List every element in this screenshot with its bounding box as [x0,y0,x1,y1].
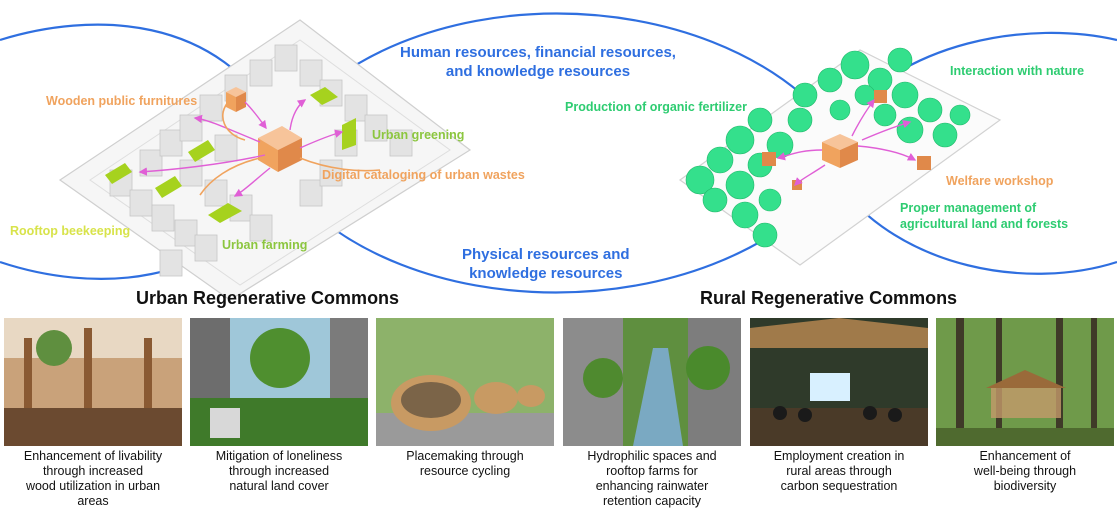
caption-3: Placemaking through resource cycling [374,449,556,479]
flow-label-top-line-1: Human resources, financial resources, [400,44,676,61]
label-organic-fertilizer: Production of organic fertilizer [565,100,747,114]
rural-central-cube [822,134,858,168]
caption-1-line-3: wood utilization in urban [25,479,161,493]
caption-3-line-2: resource cycling [419,464,511,478]
caption-6-line-3: biodiversity [993,479,1057,493]
caption-4-line-4: retention capacity [603,494,701,508]
caption-5: Employment creation in rural areas throu… [748,449,930,494]
caption-4-line-1: Hydrophilic spaces and [587,449,717,463]
caption-5-line-3: carbon sequestration [780,479,898,493]
photo-wood-atrium [4,318,182,446]
diagram-illustration [0,12,1117,300]
photo-wooden-hall [750,318,928,446]
caption-1-line-4: areas [77,494,109,508]
heading-urban: Urban Regenerative Commons [136,288,400,308]
caption-6-line-1: Enhancement of [979,449,1071,463]
label-digital-cataloging: Digital cataloging of urban wastes [322,168,525,182]
label-urban-greening: Urban greening [372,128,465,142]
caption-2-line-3: natural land cover [229,479,329,493]
caption-6-line-2: well-being through [973,464,1077,478]
label-proper-management-line-1: Proper management of [900,201,1037,215]
caption-5-line-1: Employment creation in [773,449,905,463]
urban-central-cube [258,126,302,172]
caption-5-line-2: rural areas through [786,464,892,478]
rural-forest-model [678,47,1002,266]
caption-2-line-1: Mitigation of loneliness [215,449,343,463]
photo-canal-greenery [563,318,741,446]
caption-1: Enhancement of livability through increa… [2,449,184,509]
caption-4-line-2: rooftop farms for [606,464,698,478]
label-proper-management-line-2: agricultural land and forests [900,216,1069,231]
label-proper-management: Proper management of agricultural land a… [900,201,1068,232]
label-interaction-nature: Interaction with nature [950,64,1085,78]
label-welfare-workshop: Welfare workshop [946,174,1054,188]
caption-1-line-2: through increased [42,464,144,478]
label-wooden-furniture: Wooden public furnitures [46,94,198,108]
caption-6: Enhancement of well-being through biodiv… [934,449,1116,494]
heading-rural: Rural Regenerative Commons [700,288,958,308]
photo-green-street [190,318,368,446]
caption-3-line-1: Placemaking through [406,449,524,463]
caption-2: Mitigation of loneliness through increas… [188,449,370,494]
flow-label-bottom: Physical resources and knowledge resourc… [462,246,630,284]
flow-label-top: Human resources, financial resources, an… [400,44,676,82]
caption-4: Hydrophilic spaces and rooftop farms for… [561,449,743,509]
flow-label-bottom-line-2: knowledge resources [469,264,623,282]
flow-label-top-line-2: and knowledge resources [445,62,631,80]
photo-forest-pavilion [936,318,1114,446]
flow-label-bottom-line-1: Physical resources and [462,246,630,263]
caption-1-line-1: Enhancement of livability [23,449,163,463]
photo-pod-vehicles [376,318,554,446]
label-rooftop-beekeeping: Rooftop beekeeping [10,224,131,238]
caption-2-line-2: through increased [228,464,330,478]
label-urban-farming: Urban farming [222,238,308,252]
caption-4-line-3: enhancing rainwater [595,479,709,493]
urban-city-model [58,19,472,300]
